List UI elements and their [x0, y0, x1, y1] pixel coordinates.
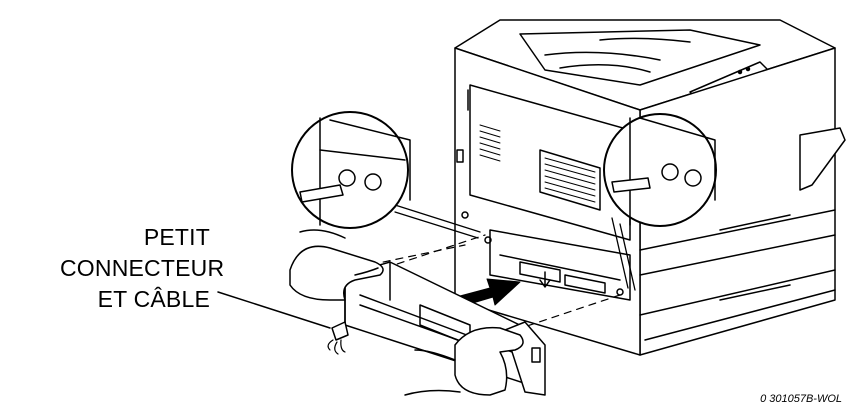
reference-code: 0 301057B-WOL — [760, 393, 842, 405]
callout-line-2: CONNECTEUR — [60, 255, 225, 281]
printer-illustration — [454, 19, 846, 356]
hands-holding-module — [289, 229, 546, 396]
callout-label: PETIT CONNECTEUR ET CÂBLE — [60, 222, 225, 315]
magnifier-circle-right — [603, 113, 717, 291]
magnifier-circle-left — [291, 111, 481, 239]
callout-line-3: ET CÂBLE — [97, 286, 210, 312]
callout-leader-line — [217, 291, 331, 329]
callout-line-1: PETIT — [143, 224, 210, 250]
